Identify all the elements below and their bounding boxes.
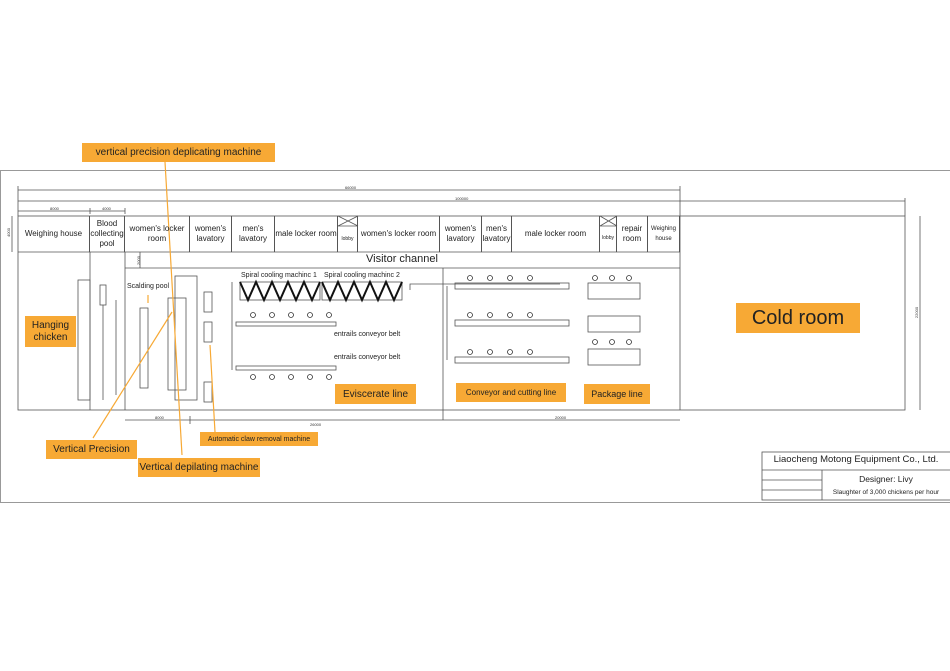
designer: Designer: Livy <box>859 474 913 484</box>
room-womens-lavatory-2: women's lavatory <box>440 216 482 252</box>
company-name: Liaocheng Motong Equipment Co., Ltd. <box>773 454 939 465</box>
room-blood-collecting-pool: Blood collecting pool <box>90 216 125 252</box>
dim-100000: 100000 <box>455 196 469 201</box>
room-weighing-house-2: Weighing house <box>648 216 680 252</box>
callout-claw-removal: Automatic claw removal machine <box>200 432 318 446</box>
callout-package-line: Package line <box>584 384 650 404</box>
room-weighing-house: Weighing house <box>18 216 90 252</box>
dim-2000: 2000 <box>135 256 141 265</box>
room-lobby: lobby <box>338 216 358 252</box>
callout-cold-room: Cold room <box>736 303 860 333</box>
room-male-locker-2: male locker room <box>512 216 600 252</box>
conveyor-belt-2-label: entrails conveyor belt <box>334 354 401 361</box>
spiral-cooling-1-label: Spiral cooling machinc 1 <box>241 272 317 279</box>
dim-4000: 4000 <box>102 206 111 211</box>
visitor-channel-label: Visitor channel <box>366 253 438 265</box>
callout-vertical-precision: Vertical Precision <box>46 440 137 459</box>
callout-vertical-depilating: Vertical depilating machine <box>138 458 260 477</box>
callout-hanging-chicken: Hanging chicken <box>25 316 76 347</box>
dim-66000: 66000 <box>345 185 357 190</box>
room-lobby-2: lobby <box>600 216 617 252</box>
dim-4000-left: 4000 <box>5 228 11 237</box>
room-male-locker: male locker room <box>275 216 338 252</box>
room-womens-locker: women's locker room <box>125 216 190 252</box>
callout-eviscerate-line: Eviscerate line <box>335 384 416 404</box>
capacity: Slaughter of 3,000 chickens per hour <box>832 489 940 496</box>
callout-conveyor-cutting-line: Conveyor and cutting line <box>456 383 566 402</box>
dim-8000-bottom: 8000 <box>155 415 164 420</box>
room-mens-lavatory-2: men's lavatory <box>482 216 512 252</box>
dim-20000: 20000 <box>555 415 567 420</box>
spiral-cooling-2-label: Spiral cooling machinc 2 <box>324 272 400 279</box>
room-repair: repair room <box>617 216 648 252</box>
conveyor-belt-1-label: entrails conveyor belt <box>334 331 401 338</box>
scalding-pool-label: Scalding pool <box>127 283 170 290</box>
dim-26000: 26000 <box>310 422 322 427</box>
dim-22000: 22000 <box>914 306 920 319</box>
room-womens-lavatory: women's lavatory <box>190 216 232 252</box>
callout-deplicating-machine: vertical precision deplicating machine <box>82 143 275 162</box>
room-womens-locker-2: women's locker room <box>358 216 440 252</box>
room-mens-lavatory: men's lavatory <box>232 216 275 252</box>
dim-8000: 8000 <box>50 206 59 211</box>
